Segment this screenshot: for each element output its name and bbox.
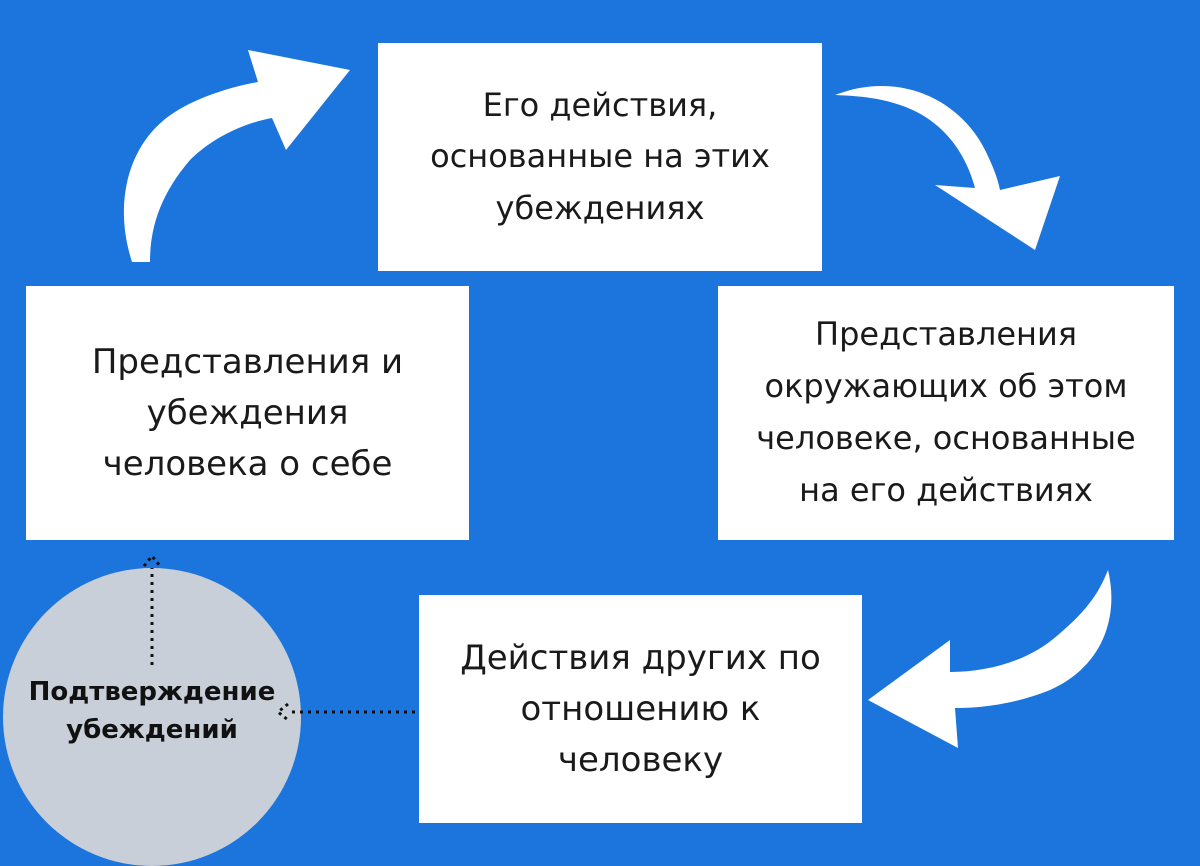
box-actions: Его действия, основанные на этих убежден… <box>378 43 822 271</box>
box-line: человеке, основанные <box>756 419 1136 457</box>
box-line: основанные на этих <box>430 137 770 176</box>
box-line: Представления и <box>91 341 404 382</box>
curved-arrow-icon <box>123 50 350 262</box>
box-others-actions: Действия других по отношению к человеку <box>419 595 862 823</box>
box-others-perceptions: Представления окружающих об этом человек… <box>718 286 1174 540</box>
belief-confirmation-text: Подтверждение убеждений <box>29 674 276 749</box>
box-line: человека о себе <box>102 443 393 484</box>
dotted-arrow-icon <box>275 702 415 722</box>
box-others-actions-text: Действия других по отношению к человеку <box>460 633 821 786</box>
box-line: Представления <box>815 315 1077 354</box>
box-line: окружающих об этом <box>764 367 1128 406</box>
box-self-beliefs-text: Представления и убеждения человека о себ… <box>92 337 403 490</box>
curved-arrow-icon <box>835 86 1060 250</box>
box-others-perceptions-text: Представления окружающих об этом человек… <box>756 309 1135 516</box>
box-line: человеку <box>557 739 724 780</box>
box-line: на его действиях <box>799 470 1093 509</box>
box-self-beliefs: Представления и убеждения человека о себ… <box>26 286 469 540</box>
box-line: Его действия, <box>482 86 718 125</box>
dotted-arrow-icon <box>142 553 162 665</box>
box-line: убеждения <box>146 392 349 433</box>
circle-line: убеждений <box>66 715 238 745</box>
curved-arrow-icon <box>868 570 1112 748</box>
circle-line: Подтверждение <box>28 677 276 708</box>
box-actions-text: Его действия, основанные на этих убежден… <box>430 80 770 234</box>
box-line: отношению к <box>520 688 761 729</box>
belief-confirmation-circle: Подтверждение убеждений <box>3 568 301 866</box>
box-line: Действия других по <box>460 637 821 678</box>
box-line: убеждениях <box>495 188 705 227</box>
